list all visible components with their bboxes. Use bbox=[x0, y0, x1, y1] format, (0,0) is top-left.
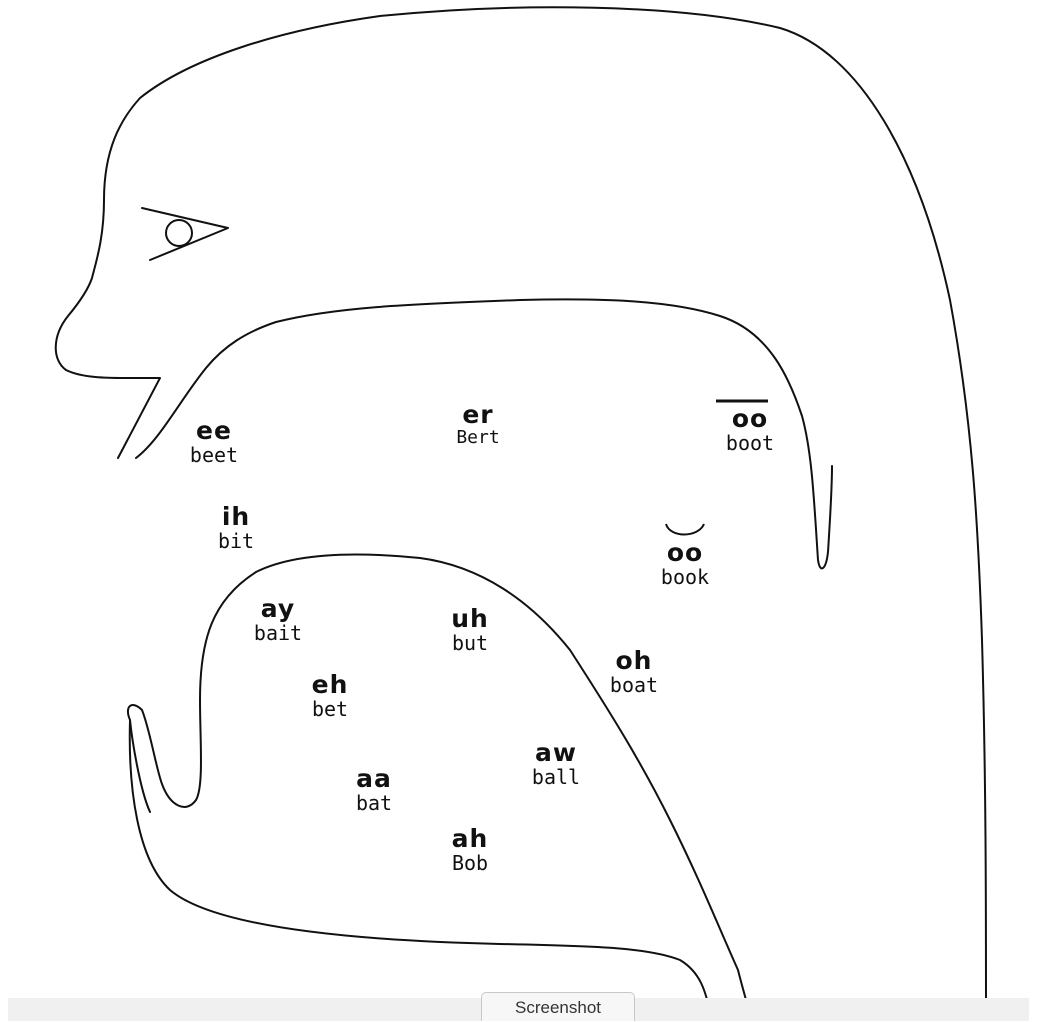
eye-icon bbox=[142, 208, 228, 260]
vowel-symbol: ah bbox=[440, 826, 500, 851]
vowel-symbol: eh bbox=[300, 672, 360, 697]
jaw-outline bbox=[130, 720, 712, 1021]
vowel-example-word: ball bbox=[526, 767, 586, 787]
vowel-example-word: book bbox=[652, 567, 718, 587]
head-outline bbox=[56, 7, 986, 1021]
vowel-example-word: beet bbox=[184, 445, 244, 465]
vowel-ay: ay bait bbox=[248, 596, 308, 643]
vowel-example-word: boat bbox=[602, 675, 666, 695]
vowel-aa: aa bat bbox=[344, 766, 404, 813]
screenshot-button[interactable]: Screenshot bbox=[481, 992, 635, 1021]
vowel-aw: aw ball bbox=[526, 740, 586, 787]
vowel-symbol: oo bbox=[714, 406, 786, 431]
vowel-symbol: ee bbox=[184, 418, 244, 443]
vowel-symbol: ay bbox=[248, 596, 308, 621]
vowel-example-word: bait bbox=[248, 623, 308, 643]
vowel-eh: eh bet bbox=[300, 672, 360, 719]
vowel-uh: uh but bbox=[440, 606, 500, 653]
vowel-er: er Bert bbox=[448, 402, 508, 447]
vowel-example-word: bat bbox=[344, 793, 404, 813]
vowel-ih: ih bit bbox=[206, 504, 266, 551]
vowel-example-word: Bob bbox=[440, 853, 500, 873]
vowel-symbol: er bbox=[448, 402, 508, 427]
vowel-example-word: Bert bbox=[448, 429, 508, 447]
vowel-ah: ah Bob bbox=[440, 826, 500, 873]
vowel-oo-long: oo boot bbox=[714, 406, 786, 453]
vowel-example-word: but bbox=[440, 633, 500, 653]
vowel-symbol: aw bbox=[526, 740, 586, 765]
vowel-example-word: boot bbox=[714, 433, 786, 453]
vowel-symbol: ih bbox=[206, 504, 266, 529]
vowel-symbol: uh bbox=[440, 606, 500, 631]
vowel-example-word: bet bbox=[300, 699, 360, 719]
breve-mark bbox=[666, 524, 704, 535]
vowel-symbol: oo bbox=[652, 540, 718, 565]
vowel-symbol: oh bbox=[602, 648, 666, 673]
vowel-oh: oh boat bbox=[602, 648, 666, 695]
vowel-oo-short: oo book bbox=[652, 540, 718, 587]
vowel-ee: ee beet bbox=[184, 418, 244, 465]
vowel-example-word: bit bbox=[206, 531, 266, 551]
vowel-symbol: aa bbox=[344, 766, 404, 791]
